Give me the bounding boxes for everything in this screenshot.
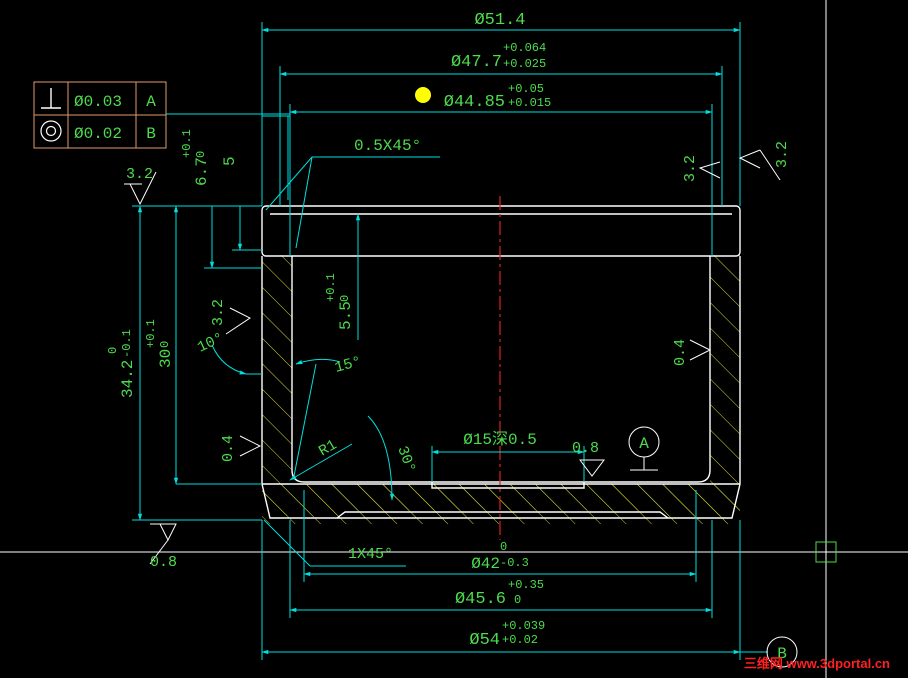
roughness-symbols xyxy=(124,149,781,565)
roughness-right-mid: 0.4 xyxy=(672,339,689,366)
dim-h5: 5 xyxy=(221,156,239,166)
roughness-right-top: 3.2 xyxy=(682,155,699,182)
dim-angle-30: 30° xyxy=(393,444,418,475)
roughness-bottom-left: 0.8 xyxy=(150,554,177,571)
dim-d54-tol-up: +0.039 xyxy=(502,619,545,633)
tolerance-datum-1: A xyxy=(146,93,156,111)
datum-symbols xyxy=(628,426,798,668)
svg-text:+0.1: +0.1 xyxy=(180,129,194,158)
dim-d54: Ø54 xyxy=(469,631,500,650)
dim-d47-7-tol-up: +0.064 xyxy=(503,41,546,55)
dim-h5-5-group: 5.5 +0.1 0 xyxy=(324,273,355,330)
dim-d45-6-tol-up: +0.35 xyxy=(508,578,544,592)
roughness-left-lower: 0.4 xyxy=(220,435,237,462)
tolerance-datum-2: B xyxy=(146,125,156,143)
datum-label-b: B xyxy=(777,645,787,663)
tolerance-value-1: Ø0.03 xyxy=(74,93,122,111)
dim-d42-tol-lo: -0.3 xyxy=(500,556,529,570)
svg-text:5.5: 5.5 xyxy=(337,301,355,330)
dim-angle-10: 10° xyxy=(195,330,227,357)
tolerance-value-2: Ø0.02 xyxy=(74,125,122,143)
svg-text:0: 0 xyxy=(158,341,172,348)
dim-h30-group: 30 +0.1 0 xyxy=(144,319,175,368)
roughness-bottom-center: 0.8 xyxy=(572,440,599,457)
dim-d44-85-tol-lo: +0.015 xyxy=(508,96,551,110)
dim-h34-2-group: 34.2 0 -0.1 xyxy=(106,329,137,398)
perpendicularity-icon xyxy=(41,88,61,109)
dim-d44-85-tol-up: +0.05 xyxy=(508,82,544,96)
dim-d51-4: Ø51.4 xyxy=(474,11,525,30)
svg-text:0: 0 xyxy=(106,347,120,354)
svg-text:34.2: 34.2 xyxy=(119,360,137,398)
dim-d47-7: Ø47.7 xyxy=(451,53,502,72)
tolerance-frame xyxy=(33,81,290,149)
dim-d42-tol-up: 0 xyxy=(500,540,507,554)
svg-text:-0.1: -0.1 xyxy=(120,329,134,358)
roughness-right-outer: 3.2 xyxy=(774,141,791,168)
roughness-left-top: 3.2 xyxy=(126,166,153,183)
dim-d54-tol-lo: +0.02 xyxy=(502,633,538,647)
selection-marker[interactable] xyxy=(415,87,431,103)
concentricity-icon xyxy=(40,120,62,142)
dim-d44-85: Ø44.85 xyxy=(444,93,505,112)
datum-label-a: A xyxy=(639,435,649,453)
roughness-left-mid: 3.2 xyxy=(210,299,227,326)
dim-angle-15: 15° xyxy=(333,353,363,376)
dim-d42: Ø42 xyxy=(471,555,500,573)
svg-text:0: 0 xyxy=(338,295,352,302)
svg-text:+0.1: +0.1 xyxy=(324,273,338,302)
dim-chamfer-top: 0.5X45° xyxy=(354,137,421,155)
part-outline xyxy=(261,205,741,519)
dim-d45-6: Ø45.6 xyxy=(455,590,506,609)
svg-text:30: 30 xyxy=(157,349,175,368)
dim-chamfer-bottom: 1X45° xyxy=(348,546,393,563)
dim-d47-7-tol-lo: +0.025 xyxy=(503,57,546,71)
svg-text:0: 0 xyxy=(194,151,208,158)
dim-d45-6-tol-lo: 0 xyxy=(514,593,521,607)
dim-h6-7-group: 6.7 +0.1 0 xyxy=(180,129,211,186)
dim-radius-r1: R1 xyxy=(316,437,340,461)
dim-recess: Ø15深0.5 xyxy=(463,430,537,449)
svg-text:+0.1: +0.1 xyxy=(144,319,158,348)
svg-text:6.7: 6.7 xyxy=(193,157,211,186)
watermark: 三维网 www.3dportal.cn xyxy=(744,656,890,671)
